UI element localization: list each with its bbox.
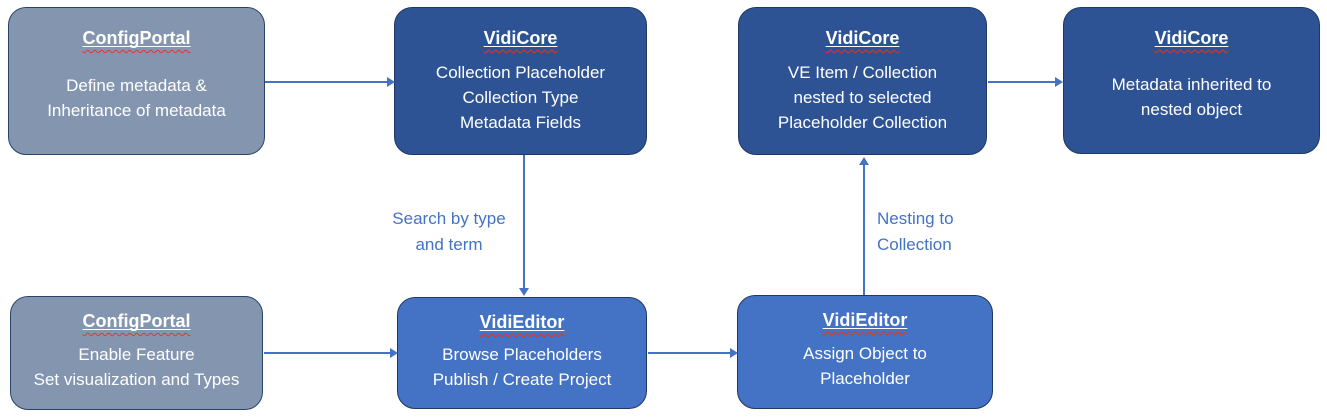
arrow-search-line <box>523 155 525 289</box>
node-vidieditor-assign: VidiEditor Assign Object to Placeholder <box>737 295 993 409</box>
node-title-text: VidiCore <box>1154 28 1229 48</box>
node-title: ConfigPortal <box>83 311 191 332</box>
node-title-text: ConfigPortal <box>82 311 191 331</box>
arrow-configportal-to-vidicore-head <box>387 77 395 87</box>
node-title: VidiEditor <box>480 312 565 333</box>
node-configportal-top: ConfigPortal Define metadata & Inheritan… <box>8 7 265 155</box>
arrow-search-head <box>519 288 529 296</box>
node-body: Enable Feature Set visualization and Typ… <box>33 344 240 389</box>
edge-label-nesting-to-collection: Nesting to Collection <box>877 209 954 254</box>
node-title: VidiCore <box>826 28 900 49</box>
arrow-configportal-to-vidicore-line <box>265 81 388 83</box>
node-vidicore-inherit: VidiCore Metadata inherited to nested ob… <box>1063 7 1320 154</box>
node-vidieditor-browse: VidiEditor Browse Placeholders Publish /… <box>397 297 647 409</box>
arrow-vidieditor-to-vidieditor-head <box>730 348 738 358</box>
node-title: ConfigPortal <box>83 28 191 49</box>
node-body: VE Item / Collection nested to selected … <box>777 63 948 132</box>
node-title-text: ConfigPortal <box>82 28 191 48</box>
arrow-configportal-to-vidieditor-line <box>264 352 391 354</box>
arrow-configportal-to-vidieditor-head <box>390 348 398 358</box>
arrow-vidieditor-to-vidieditor-line <box>648 352 731 354</box>
arrow-nesting-line <box>863 164 865 295</box>
node-title-text: VidiCore <box>825 28 900 48</box>
node-title-text: VidiEditor <box>479 312 565 332</box>
node-vidicore-nested: VidiCore VE Item / Collection nested to … <box>738 7 987 155</box>
node-title: VidiEditor <box>823 310 908 331</box>
arrow-vidicore-to-vidicore-line <box>988 81 1056 83</box>
edge-label-search-by-type: Search by type and term <box>392 209 506 254</box>
node-body: Define metadata & Inheritance of metadat… <box>47 75 226 120</box>
node-vidicore-fields: VidiCore Collection Placeholder Collecti… <box>394 7 647 155</box>
node-title-text: VidiCore <box>483 28 558 48</box>
node-body: Collection Placeholder Collection Type M… <box>435 63 606 132</box>
node-title: VidiCore <box>484 28 558 49</box>
node-body: Metadata inherited to nested object <box>1111 75 1272 119</box>
arrow-vidicore-to-vidicore-head <box>1055 77 1063 87</box>
node-configportal-bottom: ConfigPortal Enable Feature Set visualiz… <box>10 296 263 410</box>
arrow-nesting-head <box>859 157 869 165</box>
node-body: Assign Object to Placeholder <box>803 343 927 388</box>
node-body: Browse Placeholders Publish / Create Pro… <box>432 344 612 389</box>
node-title: VidiCore <box>1155 28 1229 49</box>
node-title-text: VidiEditor <box>822 310 908 330</box>
